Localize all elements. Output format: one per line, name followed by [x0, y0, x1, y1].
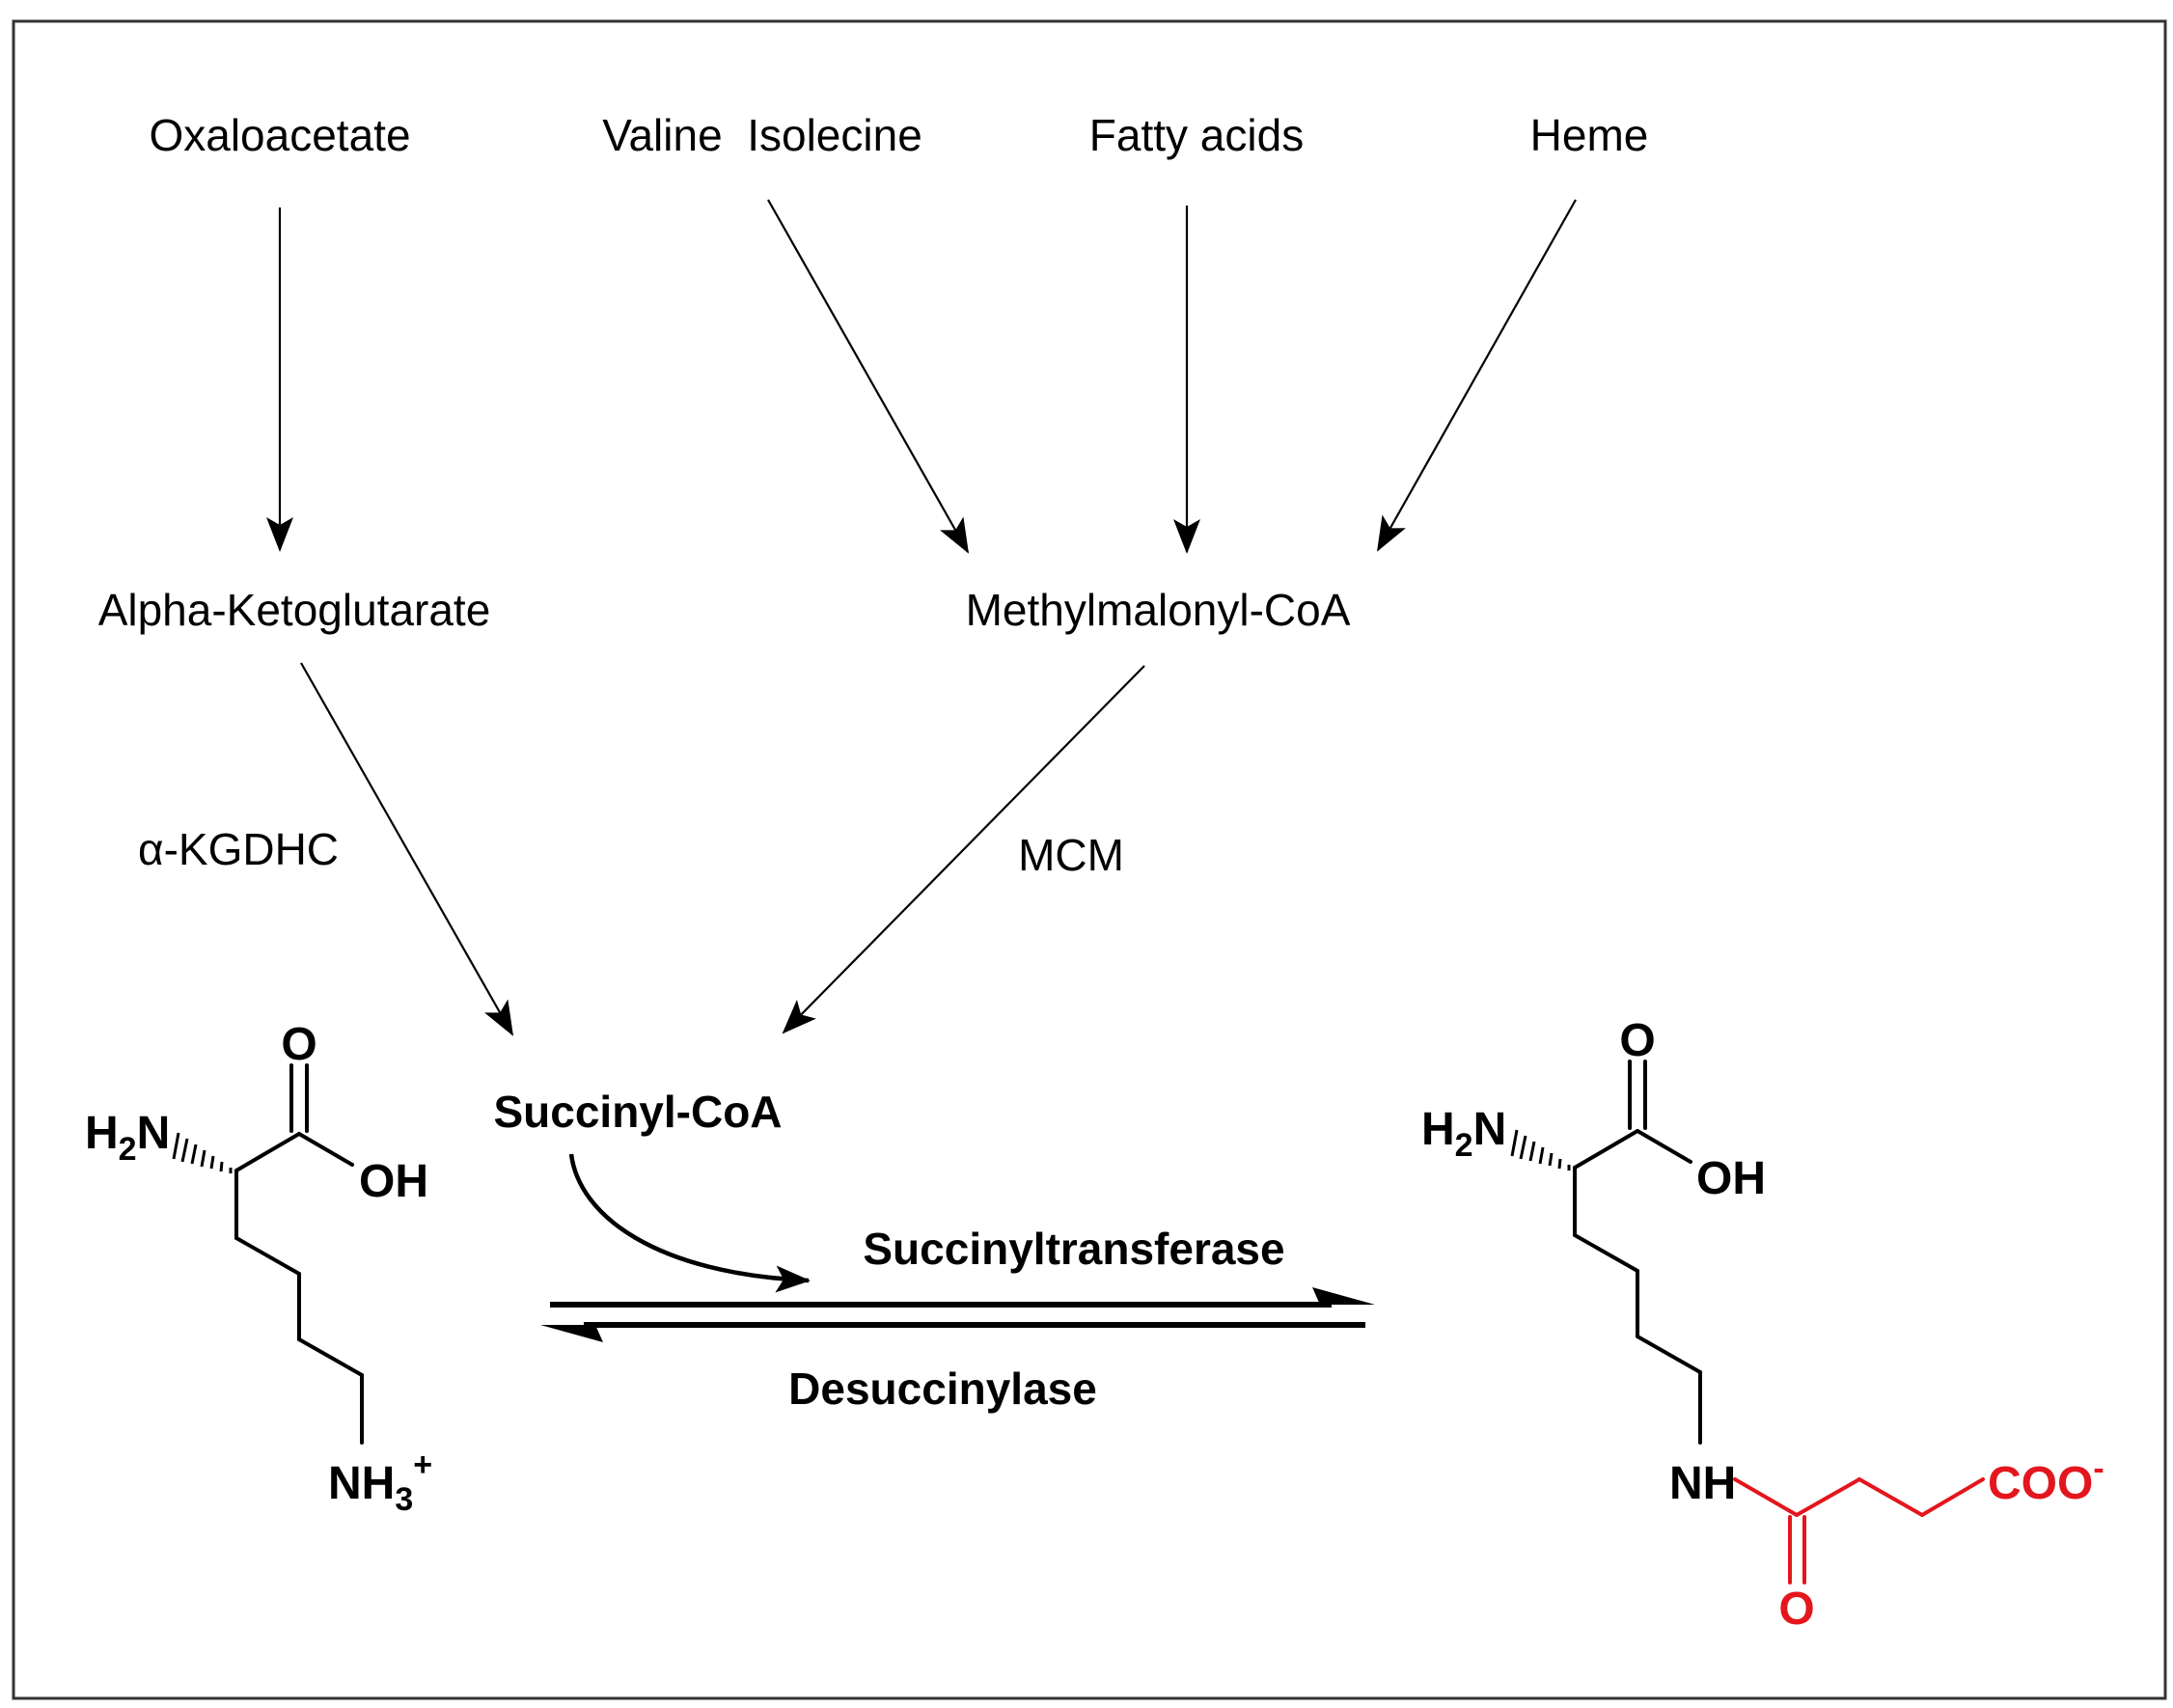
source-arrows	[266, 199, 1577, 554]
reverse-arrowhead	[540, 1325, 603, 1342]
arrow-valine-to-mmcoa	[767, 199, 969, 554]
succinyl-lysine-coo-minus: COO-	[1988, 1450, 2104, 1509]
succinyl-group	[1733, 1477, 1985, 1584]
equilibrium-arrows	[540, 1287, 1375, 1342]
label-succinyl-coa: Succinyl-CoA	[493, 1087, 782, 1137]
arrow-heme-to-mmcoa	[1377, 199, 1577, 552]
label-succinyltransferase: Succinyltransferase	[863, 1224, 1284, 1274]
succinyl-lysine-amide-o: O	[1778, 1584, 1814, 1635]
succinyl-lysine-h2n: H2N	[1421, 1104, 1506, 1164]
label-alpha-ketoglutarate: Alpha-Ketoglutarate	[98, 585, 491, 635]
succinyl-lysine-carbonyl-o: O	[1619, 1015, 1655, 1066]
forward-arrowhead	[1312, 1287, 1375, 1305]
lysine-h2n: H2N	[85, 1108, 170, 1168]
label-methylmalonyl-coa: Methylmalonyl-CoA	[966, 585, 1351, 635]
diagram-frame	[12, 19, 2167, 1700]
succinyl-lysine-nh: NH	[1669, 1458, 1736, 1509]
lysine-carbonyl-o: O	[281, 1019, 316, 1070]
succinyl-lysine-oh: OH	[1696, 1153, 1766, 1204]
label-oxaloacetate: Oxaloacetate	[149, 110, 410, 160]
lysine-nh3-plus: NH3+	[328, 1446, 432, 1518]
lysine-oh: OH	[359, 1156, 428, 1207]
label-fatty-acids: Fatty acids	[1089, 110, 1304, 160]
curved-arrow-succinyl-coa	[568, 1153, 811, 1293]
intermediate-arrows	[300, 662, 1145, 1036]
label-mcm: MCM	[1018, 830, 1124, 880]
arrow-mmcoa-to-succinyl-coa	[782, 665, 1145, 1034]
label-heme: Heme	[1530, 110, 1649, 160]
label-desuccinylase: Desuccinylase	[788, 1364, 1097, 1414]
label-akgdhc: α-KGDHC	[138, 824, 339, 874]
succinyl-lysine-structure: O OH H2N NH O COO-	[1421, 1015, 2104, 1635]
lysine-structure: O OH H2N NH3+	[85, 1019, 432, 1518]
arrow-akg-to-succinyl-coa	[300, 662, 513, 1036]
label-valine-isolecine: Valine Isolecine	[602, 110, 922, 160]
